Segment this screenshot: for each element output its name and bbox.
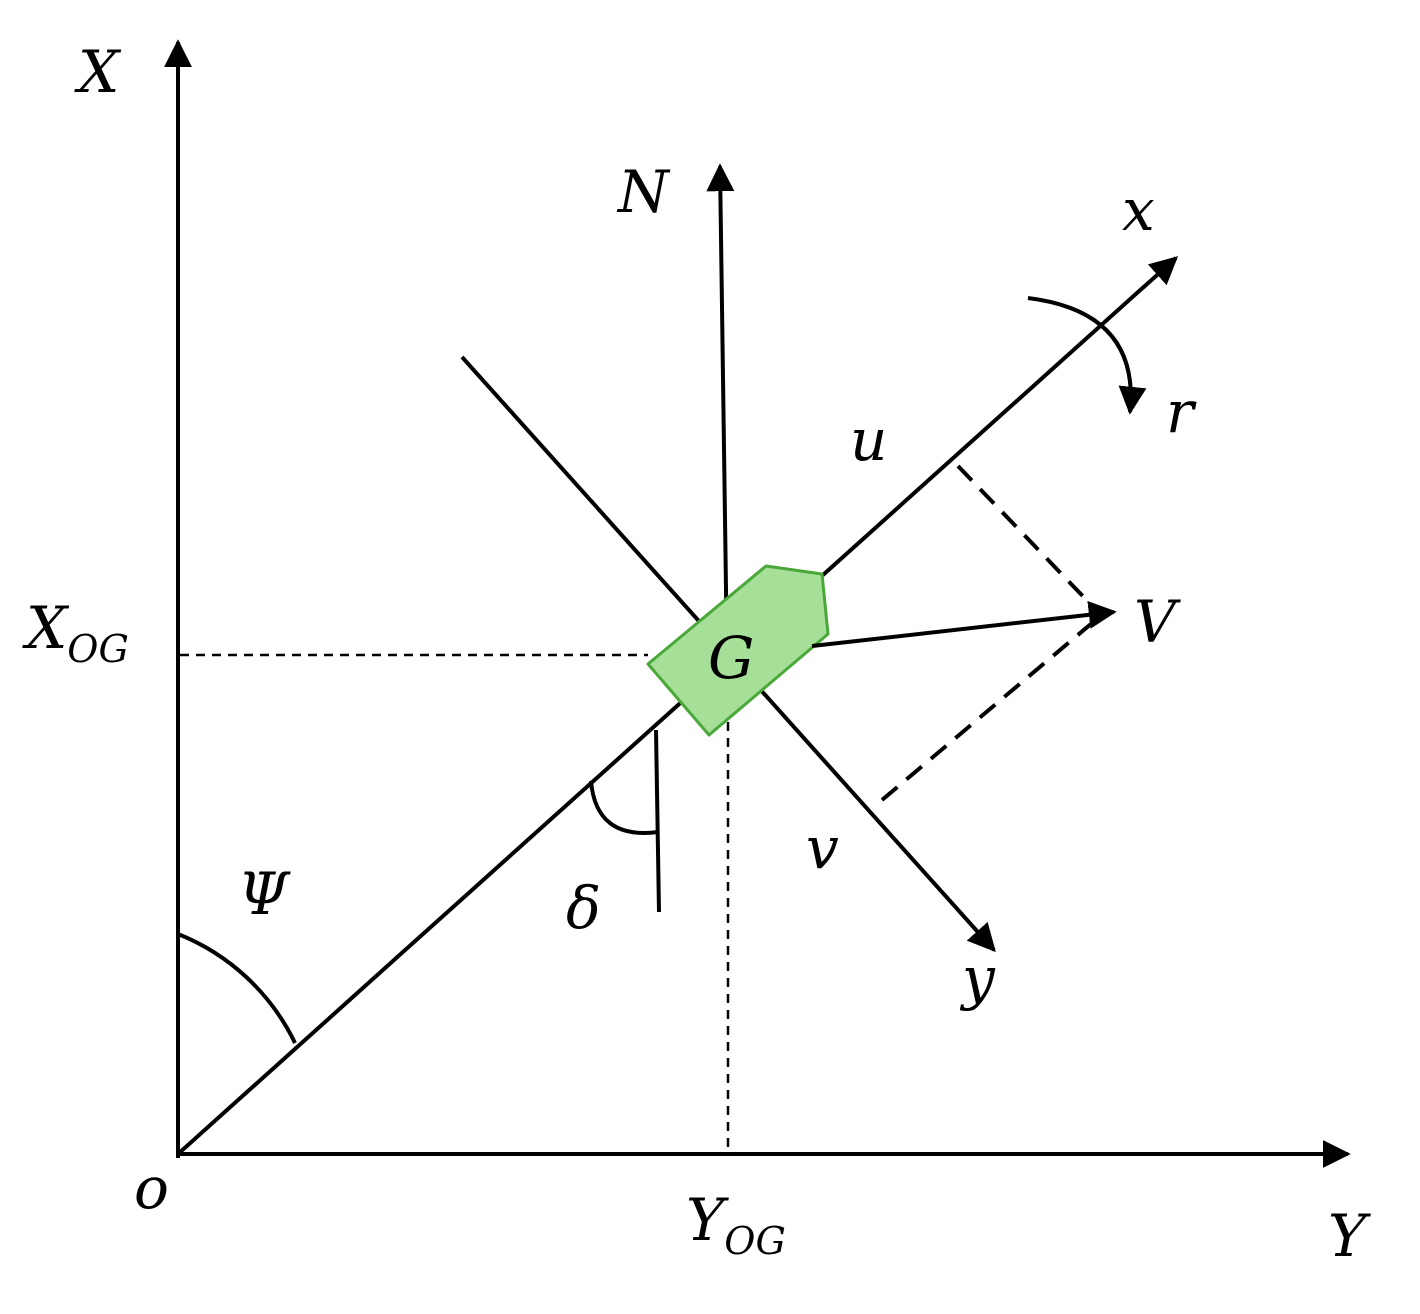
y-og-subscript: OG [724,1219,786,1263]
y-og-label: YOG [686,1186,786,1263]
v-component-projection [880,616,1100,802]
body-x-axis [176,256,1179,1156]
x-og-subscript: OG [67,627,129,671]
drift-reference-line [654,729,661,913]
global-x-label: X [74,38,122,106]
global-y-label: Y [1328,1202,1371,1270]
velocity-vector [811,600,1117,648]
body-x-label: x [1122,176,1155,244]
drift-angle-label: δ [566,874,601,942]
heading-angle-label: Ψ [238,860,291,928]
heading-angle-arc [177,932,297,1044]
vessel-center-label: G [708,624,754,692]
vessel-hull [646,564,830,737]
north-axis [706,163,735,661]
surge-label: u [850,406,887,474]
x-og-label: XOG [22,594,129,671]
sway-label: v [806,814,839,882]
body-y-label: y [959,944,996,1012]
x-og-main: X [22,594,70,662]
drift-angle-arc [589,780,659,835]
origin-label: o [134,1154,169,1222]
yaw-rate-label: r [1166,378,1197,446]
u-component-projection [956,464,1100,614]
y-og-main: Y [686,1186,729,1254]
north-label: N [616,158,671,226]
velocity-label: V [1134,588,1181,656]
yaw-rate-arc [1027,296,1147,415]
